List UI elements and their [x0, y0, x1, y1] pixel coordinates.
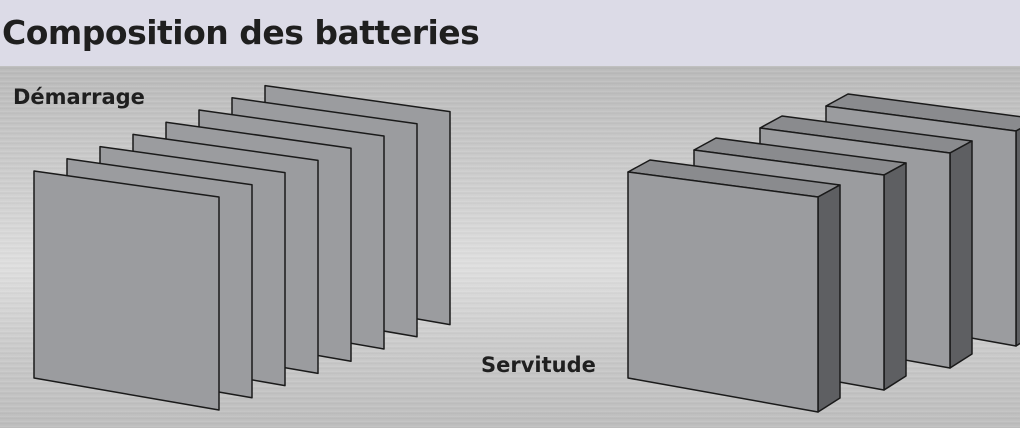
- plate-side: [817, 184, 841, 413]
- service-plate: [627, 159, 841, 413]
- starter-plates-group: [33, 84, 451, 411]
- header-bar: [0, 0, 1020, 66]
- starter-battery-label: Démarrage: [13, 85, 145, 109]
- page-title: Composition des batteries: [2, 13, 480, 52]
- service-plates-group: [627, 93, 1020, 413]
- plate-side: [949, 140, 973, 369]
- plate-front: [627, 171, 819, 413]
- starter-plate: [33, 170, 220, 411]
- plate-side: [883, 162, 907, 391]
- service-battery-label: Servitude: [481, 353, 596, 377]
